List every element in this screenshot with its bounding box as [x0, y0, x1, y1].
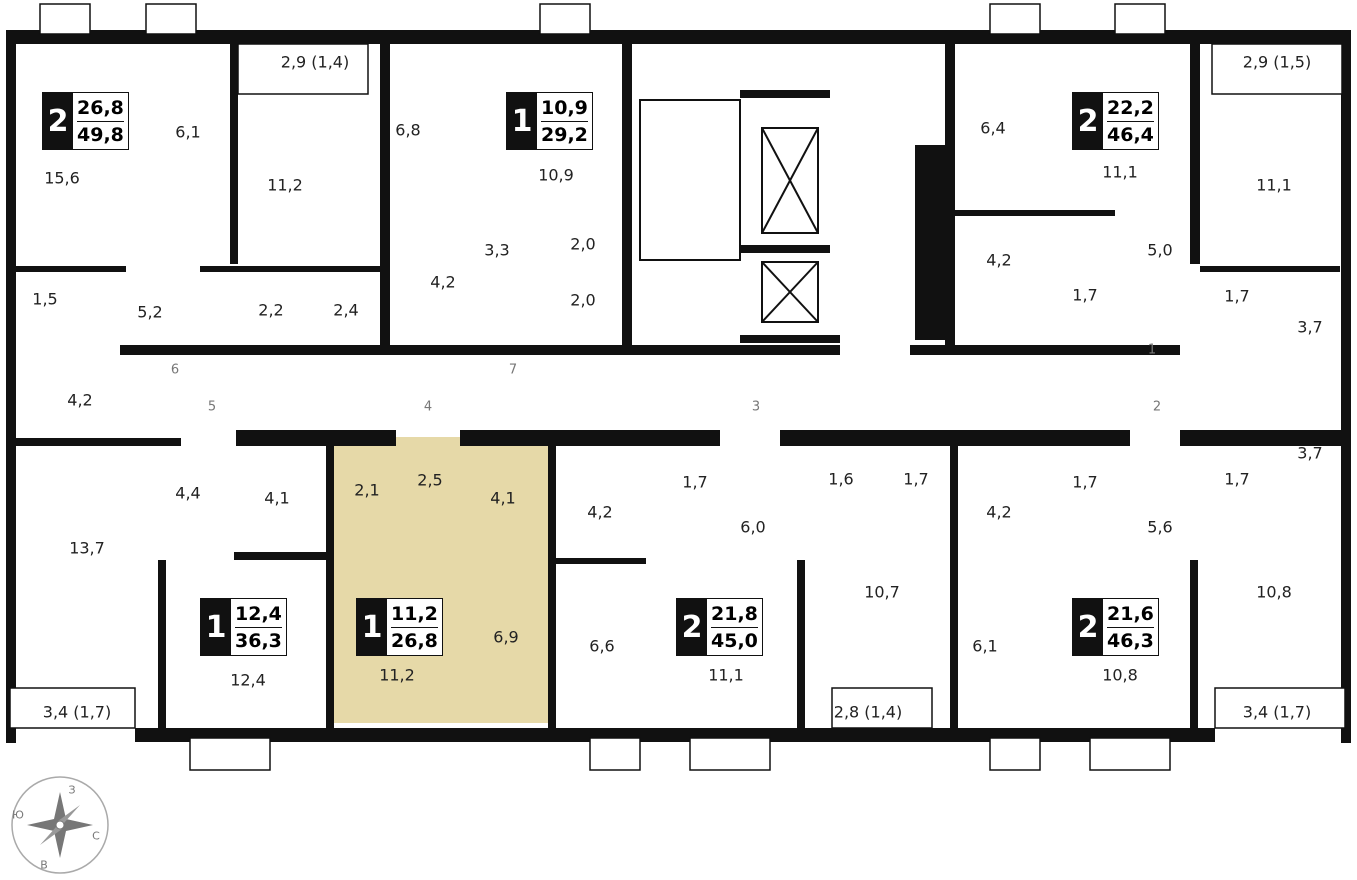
room-area-label: 6,4 [980, 118, 1006, 138]
living-area: 10,9 [541, 95, 588, 122]
room-area-label: 2,9 (1,4) [280, 52, 350, 72]
room-area-label: 1,7 [1224, 286, 1250, 306]
total-area: 26,8 [391, 629, 438, 652]
room-area-label: 6,0 [740, 517, 766, 537]
room-area-label: 1,6 [828, 469, 854, 489]
room-area-label: 4,1 [490, 488, 516, 508]
room-area-label: 3,7 [1297, 317, 1323, 337]
room-area-label: 6,1 [175, 122, 201, 142]
room-area-label: 12,4 [230, 670, 266, 690]
room-area-label: 11,1 [1256, 175, 1292, 195]
room-area-label: 5,6 [1147, 517, 1173, 537]
living-area: 21,8 [711, 601, 758, 628]
room-area-label: 3,4 (1,7) [42, 702, 112, 722]
room-count: 2 [677, 599, 707, 655]
living-area: 21,6 [1107, 601, 1154, 628]
room-area-label: 3,3 [484, 240, 510, 260]
room-area-label: 2,5 [417, 470, 443, 490]
room-area-label: 3,7 [1297, 443, 1323, 463]
room-area-label: 4,2 [67, 390, 93, 410]
room-area-label: 4,4 [175, 483, 201, 503]
entrance-number: 4 [423, 399, 433, 415]
room-count: 1 [201, 599, 231, 655]
room-area-label: 2,0 [570, 234, 596, 254]
room-count: 1 [357, 599, 387, 655]
entrance-number: 5 [207, 399, 217, 415]
room-area-label: 5,2 [137, 302, 163, 322]
room-area-label: 15,6 [44, 168, 80, 188]
compass-icon [11, 776, 109, 874]
entrance-number: 3 [751, 399, 761, 415]
room-area-label: 2,8 (1,4) [833, 702, 903, 722]
entrance-number: 2 [1152, 399, 1162, 415]
room-area-label: 4,2 [986, 250, 1012, 270]
room-area-label: 5,0 [1147, 240, 1173, 260]
room-area-label: 10,8 [1102, 665, 1138, 685]
total-area: 29,2 [541, 123, 588, 146]
room-area-label: 1,7 [1072, 285, 1098, 305]
room-area-label: 1,7 [682, 472, 708, 492]
entrance-number: 1 [1147, 342, 1157, 358]
compass-south: Ю [12, 808, 24, 822]
room-area-label: 6,6 [589, 636, 615, 656]
room-area-label: 11,1 [708, 665, 744, 685]
total-area: 36,3 [235, 629, 282, 652]
room-area-label: 10,9 [538, 165, 574, 185]
room-count: 2 [1073, 93, 1103, 149]
entrance-number: 6 [170, 362, 180, 378]
highlighted-apartment [333, 437, 548, 723]
room-area-label: 13,7 [69, 538, 105, 558]
room-area-label: 10,8 [1256, 582, 1292, 602]
room-area-label: 1,7 [1072, 472, 1098, 492]
total-area: 46,3 [1107, 629, 1154, 652]
total-area: 49,8 [77, 123, 124, 146]
room-count: 2 [1073, 599, 1103, 655]
room-area-label: 2,0 [570, 290, 596, 310]
room-area-label: 6,8 [395, 120, 421, 140]
room-area-label: 6,1 [972, 636, 998, 656]
living-area: 26,8 [77, 95, 124, 122]
room-count: 2 [43, 93, 73, 149]
room-area-label: 3,4 (1,7) [1242, 702, 1312, 722]
total-area: 46,4 [1107, 123, 1154, 146]
room-area-label: 4,2 [986, 502, 1012, 522]
room-area-label: 11,2 [379, 665, 415, 685]
room-area-label: 2,4 [333, 300, 359, 320]
room-area-label: 1,7 [903, 469, 929, 489]
compass-west: З [68, 783, 76, 797]
room-area-label: 10,7 [864, 582, 900, 602]
compass-north: С [92, 829, 100, 843]
entrance-number: 7 [508, 362, 518, 378]
room-area-label: 4,2 [587, 502, 613, 522]
room-area-label: 1,5 [32, 289, 58, 309]
room-area-label: 2,1 [354, 480, 380, 500]
room-area-label: 2,9 (1,5) [1242, 52, 1312, 72]
room-area-label: 4,1 [264, 488, 290, 508]
room-area-label: 4,2 [430, 272, 456, 292]
room-area-label: 11,2 [267, 175, 303, 195]
room-count: 1 [507, 93, 537, 149]
room-area-label: 11,1 [1102, 162, 1138, 182]
compass-east: В [40, 858, 48, 872]
living-area: 12,4 [235, 601, 282, 628]
room-area-label: 6,9 [493, 627, 519, 647]
living-area: 22,2 [1107, 95, 1154, 122]
living-area: 11,2 [391, 601, 438, 628]
room-area-label: 2,2 [258, 300, 284, 320]
room-area-label: 1,7 [1224, 469, 1250, 489]
total-area: 45,0 [711, 629, 758, 652]
